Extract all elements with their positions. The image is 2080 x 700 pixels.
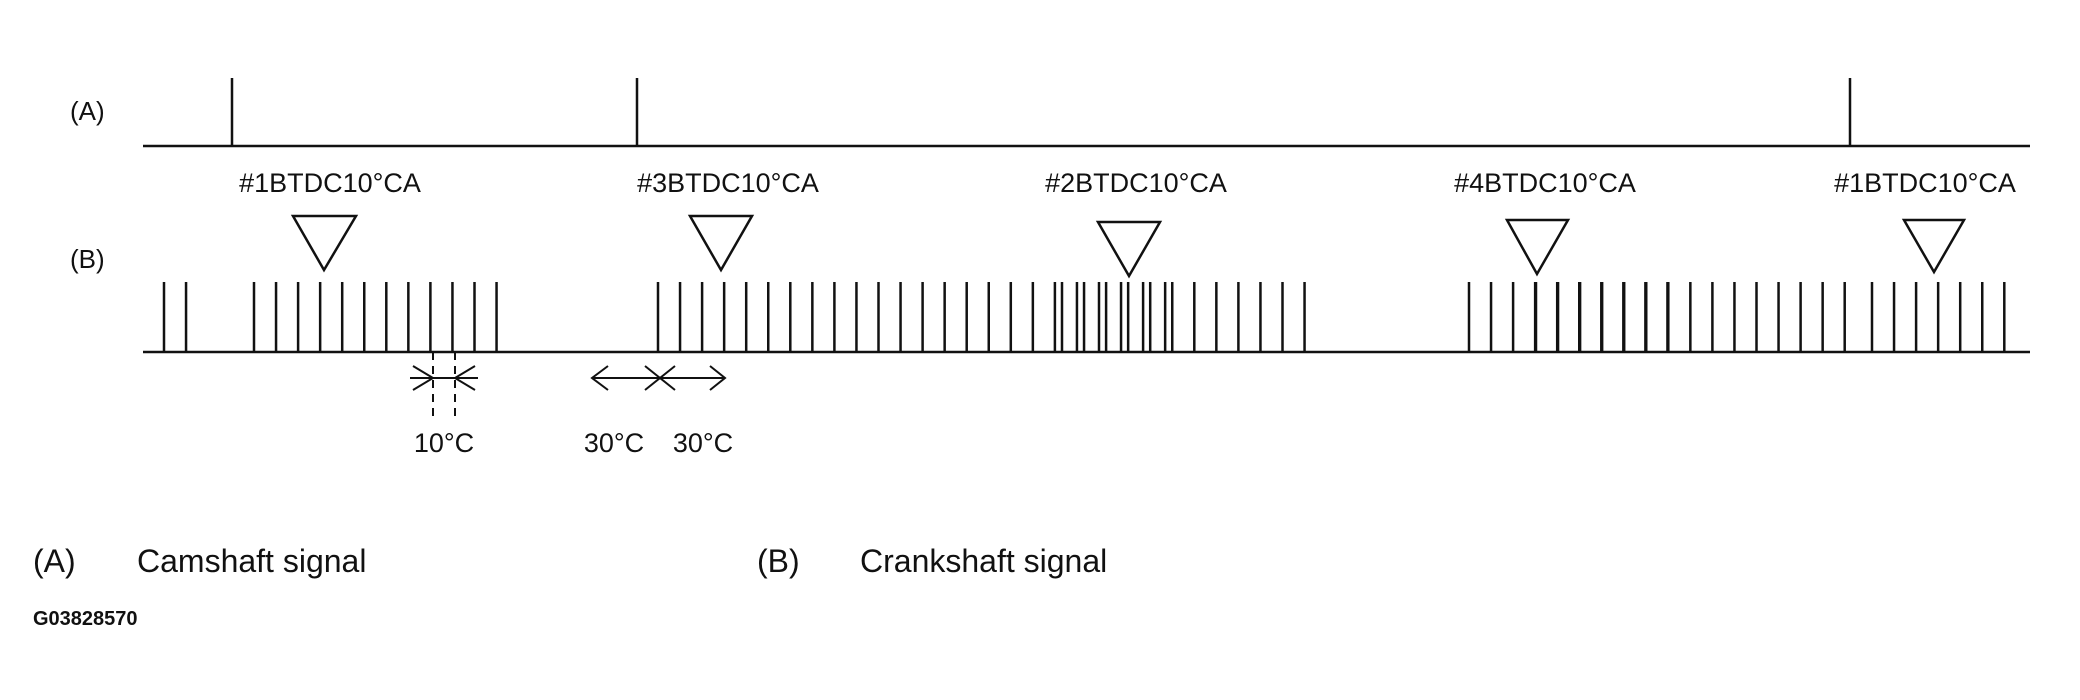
tdc-triangle-marker bbox=[1504, 218, 1571, 277]
tdc-label: #1BTDC10°CA bbox=[239, 168, 421, 198]
crankshaft-signal-trace bbox=[143, 282, 2030, 354]
tdc-label: #2BTDC10°CA bbox=[1045, 168, 1227, 198]
tdc-triangle-marker bbox=[1095, 220, 1163, 279]
legend-text-crankshaft: Crankshaft signal bbox=[860, 543, 1107, 579]
dimension-arrowhead bbox=[709, 365, 727, 391]
dimension-arrowhead bbox=[658, 365, 676, 391]
legend: (A) Camshaft signal (B) Crankshaft signa… bbox=[33, 543, 1107, 579]
tdc-label: #4BTDC10°CA bbox=[1454, 168, 1636, 198]
tdc-label: #1BTDC10°CA bbox=[1834, 168, 2016, 198]
dimension-gap bbox=[590, 365, 727, 391]
dimension-label-gap-right: 30°C bbox=[673, 428, 733, 458]
dimension-label-pulse-spacing: 10°C bbox=[414, 428, 474, 458]
legend-text-camshaft: Camshaft signal bbox=[137, 543, 366, 579]
dimension-arrowhead bbox=[453, 365, 476, 391]
legend-key-b: (B) bbox=[757, 543, 800, 579]
tdc-labels: #1BTDC10°CA #3BTDC10°CA #2BTDC10°CA #4BT… bbox=[239, 168, 2016, 198]
dimension-arrowhead bbox=[412, 365, 435, 391]
row-label-b: (B) bbox=[70, 244, 105, 274]
row-label-a: (A) bbox=[70, 96, 105, 126]
tdc-triangle-marker bbox=[290, 214, 359, 273]
tdc-markers bbox=[290, 214, 1967, 279]
legend-key-a: (A) bbox=[33, 543, 76, 579]
camshaft-signal-trace bbox=[143, 78, 2030, 148]
figure-code: G03828570 bbox=[33, 608, 138, 630]
tdc-triangle-marker bbox=[687, 214, 755, 273]
dimension-arrowhead bbox=[590, 365, 609, 391]
tdc-label: #3BTDC10°CA bbox=[637, 168, 819, 198]
dimension-pulse-spacing bbox=[410, 352, 478, 416]
tdc-triangle-marker bbox=[1901, 218, 1967, 275]
dimension-label-gap-left: 30°C bbox=[584, 428, 644, 458]
